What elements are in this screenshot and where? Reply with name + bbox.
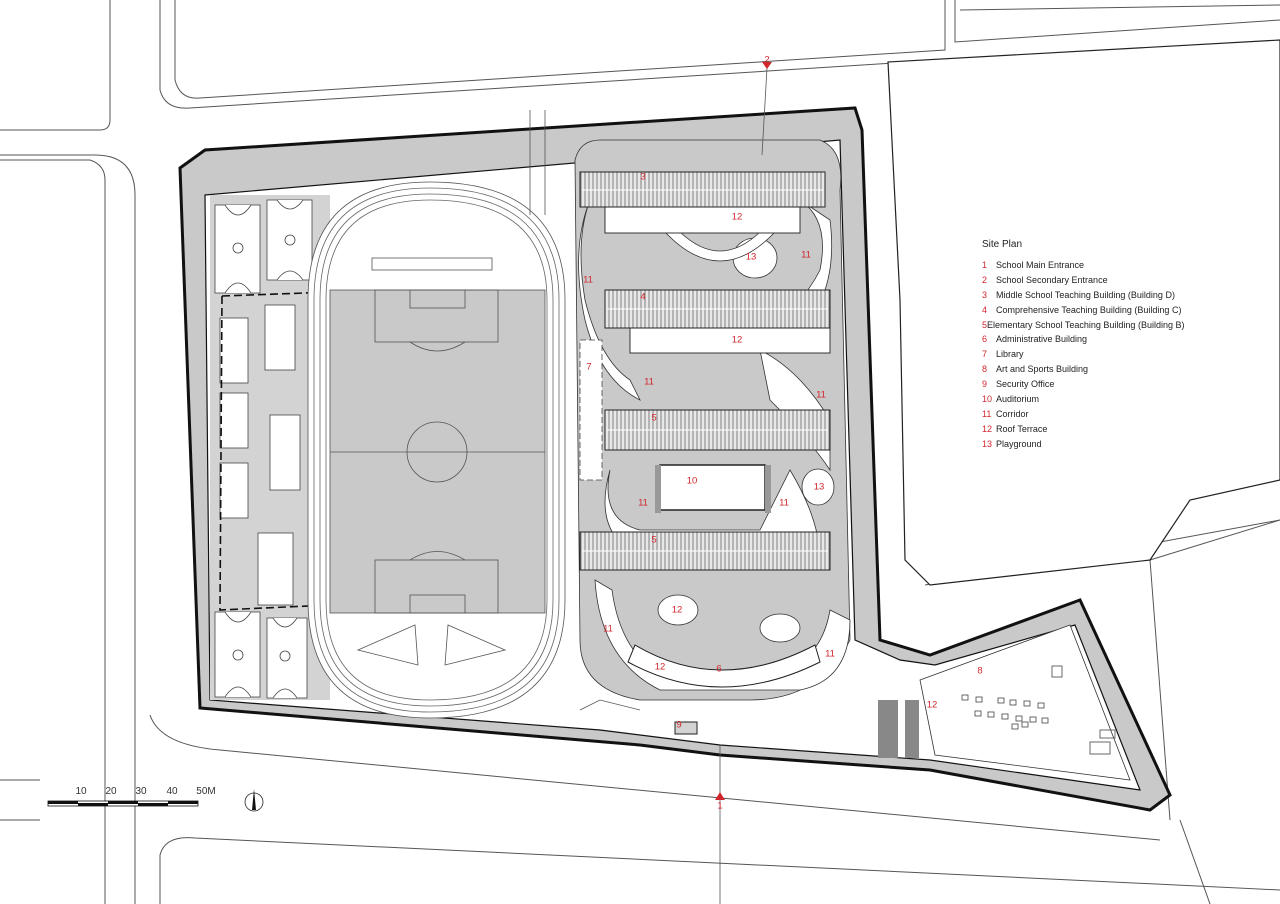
- plan-label: 5: [651, 534, 657, 546]
- scale-tick: 20: [105, 786, 117, 797]
- scale-tick: 10: [75, 786, 87, 797]
- legend-number: 9: [982, 379, 988, 390]
- legend-label: Art and Sports Building: [996, 364, 1089, 375]
- legend-number: 10: [982, 394, 993, 405]
- legend-number: 8: [982, 364, 988, 375]
- scale-tick: 50M: [196, 786, 216, 797]
- legend-label: School Secondary Entrance: [996, 274, 1108, 285]
- legend-item: 3 Middle School Teaching Building (Buildi…: [982, 288, 1182, 303]
- plan-label: 6: [716, 663, 722, 675]
- plan-label: 11: [644, 376, 654, 388]
- scale-tick: 40: [166, 786, 178, 797]
- legend-item: 4 Comprehensive Teaching Building (Buildi…: [982, 303, 1182, 318]
- legend-label: Corridor: [996, 408, 1029, 419]
- plan-label: 11: [801, 249, 811, 261]
- football-field: [329, 289, 546, 614]
- plan-label: 11: [583, 274, 593, 286]
- plan-label: 12: [654, 661, 666, 673]
- plan-label: 1: [717, 800, 723, 812]
- legend-number: 13: [982, 438, 993, 449]
- plan-label: 7: [586, 361, 592, 373]
- legend: Site Plan 1 School Main Entrance 2 School …: [982, 238, 1185, 452]
- legend-number: 4: [982, 304, 988, 315]
- plan-label: 2: [764, 54, 770, 66]
- legend-label: Comprehensive Teaching Building (Buildin…: [996, 304, 1182, 315]
- legend-label: Security Office: [996, 379, 1055, 390]
- scale-bar-graphic: [47, 800, 199, 807]
- legend-label: Library: [996, 349, 1024, 360]
- plan-label: 11: [816, 389, 826, 401]
- legend-label: Middle School Teaching Building (Buildin…: [996, 289, 1175, 300]
- plan-label: 11: [638, 497, 648, 509]
- plan-label: 13: [813, 481, 825, 493]
- plan-label: 5: [651, 412, 657, 424]
- legend-item: 9 Security Office: [982, 377, 1182, 392]
- legend-number: 11: [982, 408, 992, 419]
- plan-label: 11: [779, 497, 789, 509]
- plan-label: 3: [640, 171, 646, 183]
- plan-label: 11: [825, 648, 835, 660]
- basketball-courts-north: [214, 199, 313, 294]
- legend-title: Site Plan: [982, 239, 1023, 250]
- legend-number: 1: [982, 259, 988, 270]
- legend-label: Elementary School Teaching Building (Bui…: [987, 319, 1185, 330]
- legend-item: 2 School Secondary Entrance: [982, 273, 1182, 288]
- legend-item: 6 Administrative Building: [982, 332, 1182, 347]
- legend-label: Administrative Building: [996, 334, 1088, 345]
- legend-number: 2: [982, 274, 988, 285]
- legend-item: 11 Corridor: [982, 407, 1182, 422]
- adjacent-plot: [887, 39, 1280, 586]
- legend-label: Roof Terrace: [996, 423, 1048, 434]
- legend-item: 8 Art and Sports Building: [982, 362, 1182, 377]
- plan-label: 9: [676, 719, 682, 731]
- legend-number: 7: [982, 349, 988, 360]
- legend-number: 3: [982, 289, 988, 300]
- legend-number: 5: [982, 319, 988, 330]
- plan-label: 13: [745, 251, 757, 263]
- legend-number: 12: [982, 423, 993, 434]
- plan-label: 4: [640, 291, 646, 303]
- plan-label: 12: [731, 334, 743, 346]
- plan-label: 12: [671, 604, 683, 616]
- plan-label: 10: [686, 475, 698, 487]
- legend-label: Auditorium: [996, 394, 1040, 405]
- basketball-courts-south: [214, 611, 308, 699]
- north-arrow-icon: [244, 789, 264, 812]
- plan-label: 12: [926, 699, 938, 711]
- plan-label: 11: [603, 623, 613, 635]
- legend-item: 1 School Main Entrance: [982, 258, 1182, 273]
- legend-item: 7 Library: [982, 347, 1182, 362]
- legend-number: 6: [982, 334, 988, 345]
- legend-label: School Main Entrance: [996, 259, 1085, 270]
- plan-label: 12: [731, 211, 743, 223]
- legend-label: Playground: [996, 438, 1042, 449]
- plan-label: 8: [977, 665, 983, 677]
- scale-tick: 30: [135, 786, 147, 797]
